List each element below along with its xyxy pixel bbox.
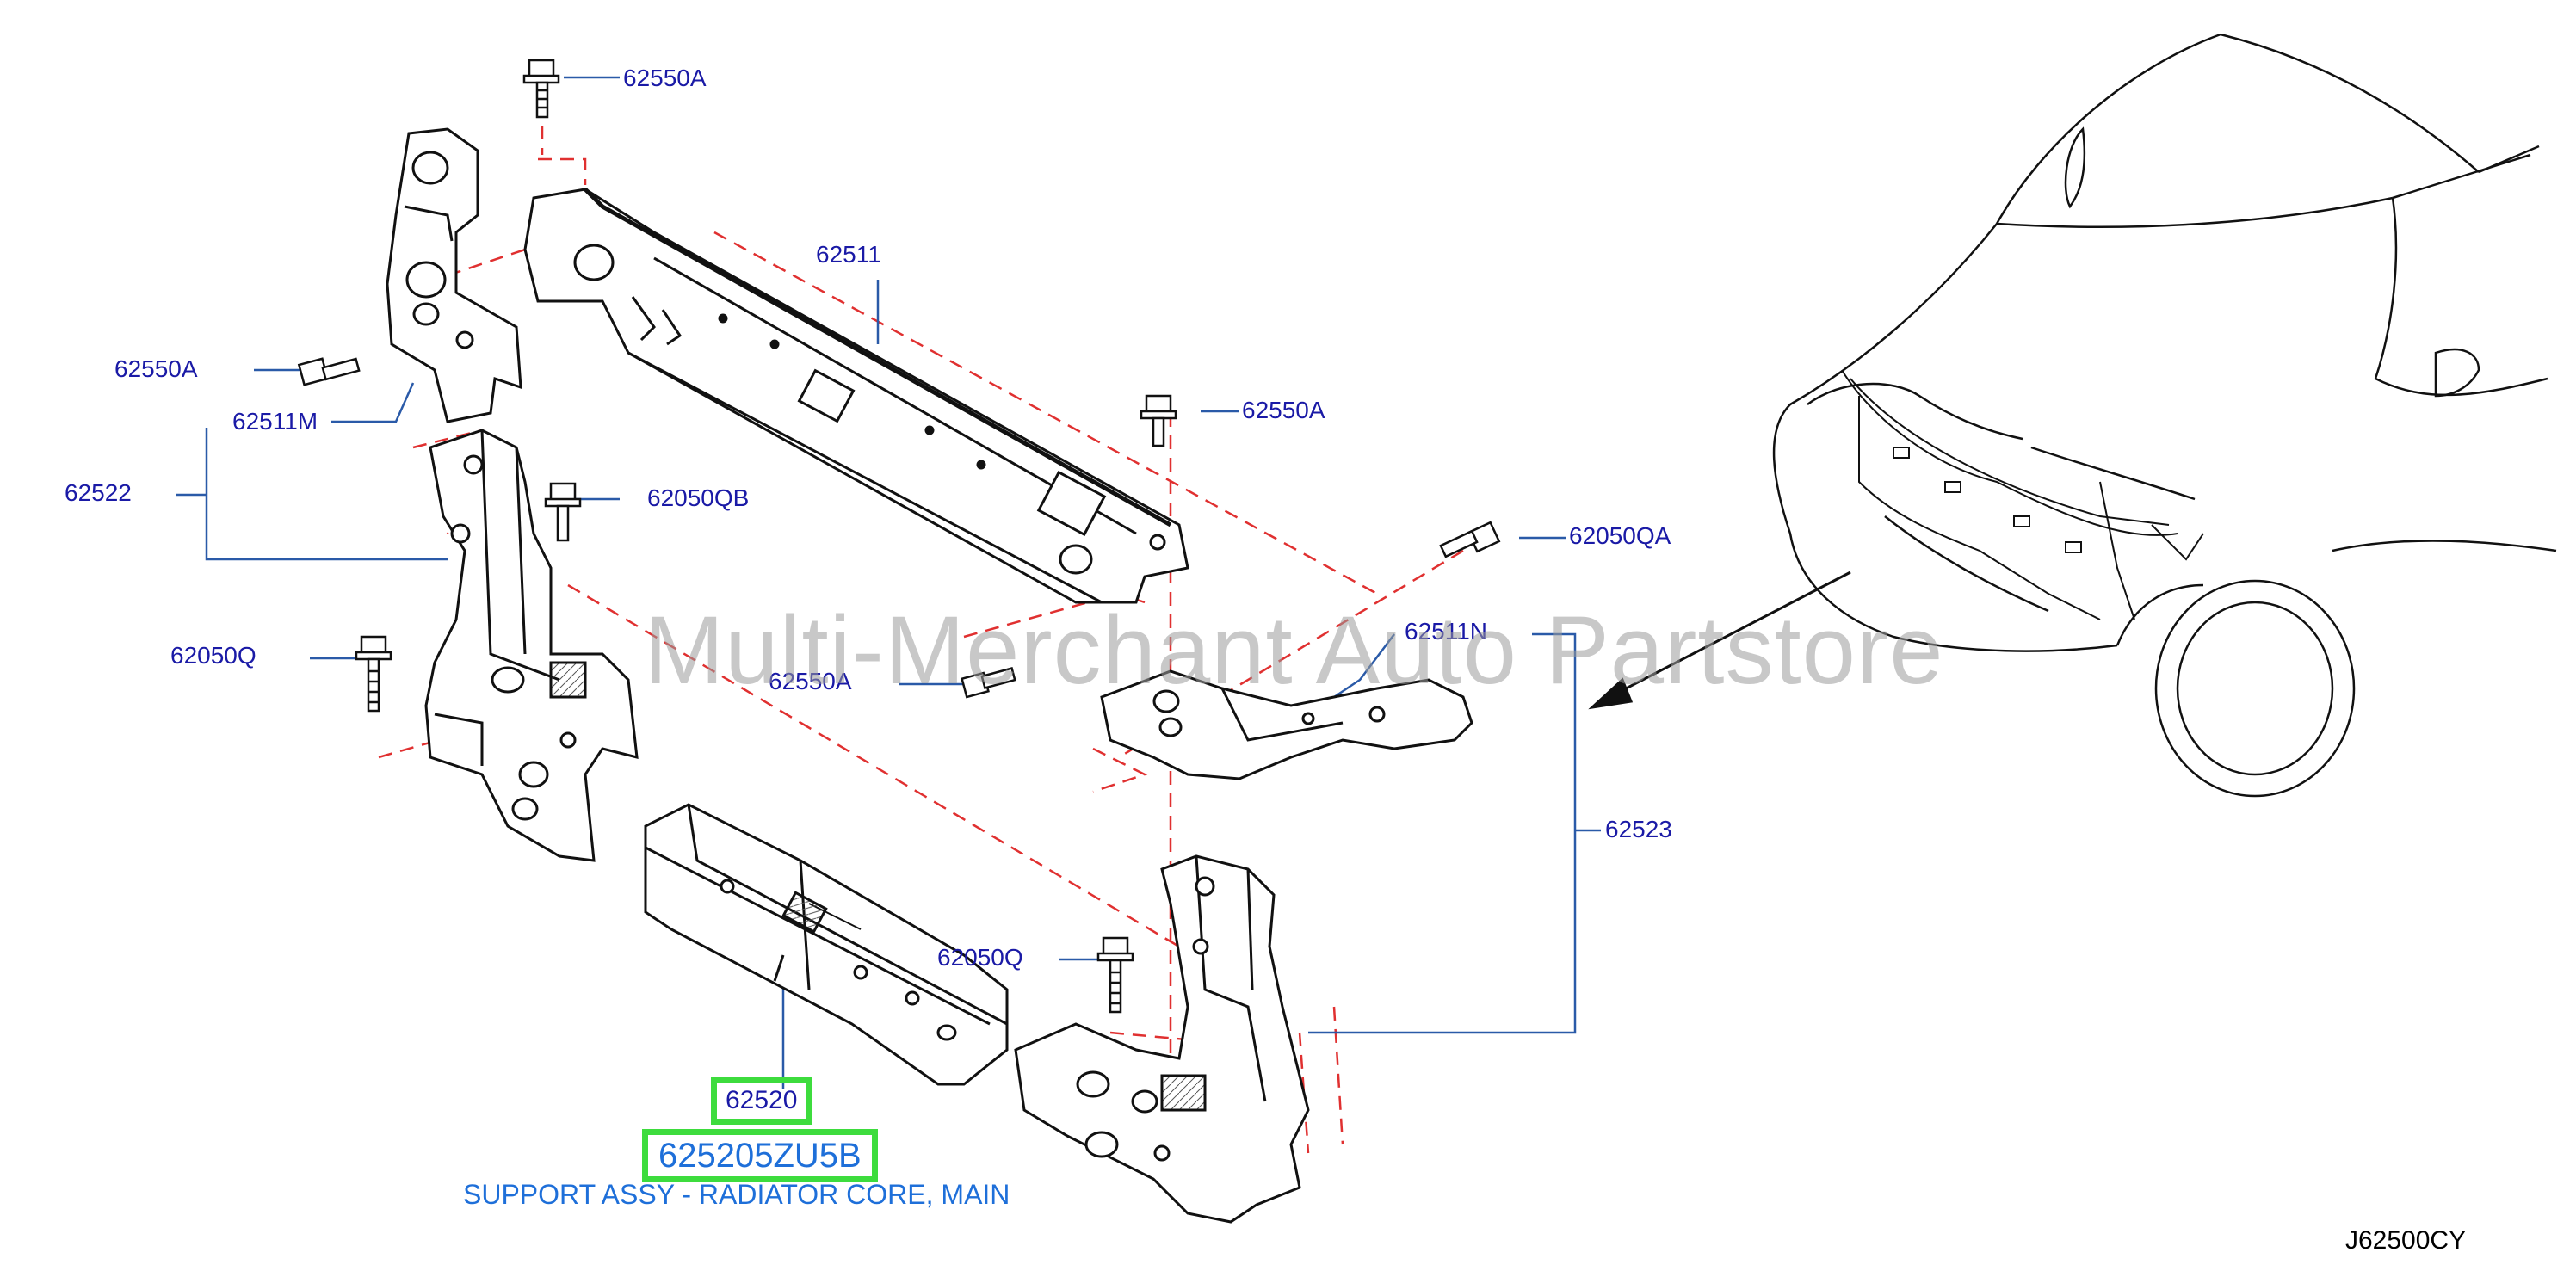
- callout-62550A-top[interactable]: 62550A: [623, 65, 707, 91]
- bolt-right-62550A: [1140, 394, 1177, 447]
- vehicle-frame-highlight: [1841, 369, 2204, 620]
- part-description: SUPPORT ASSY - RADIATOR CORE, MAIN: [463, 1179, 1010, 1210]
- callout-62511[interactable]: 62511: [816, 241, 881, 268]
- callout-62050QB[interactable]: 62050QB: [647, 484, 750, 511]
- callout-62050Q-left[interactable]: 62050Q: [170, 642, 256, 669]
- callout-62522[interactable]: 62522: [65, 479, 132, 506]
- diagram-code: J62500CY: [2345, 1226, 2467, 1255]
- callout-62050QA[interactable]: 62050QA: [1569, 522, 1671, 549]
- bolt-62050Q-left: [355, 635, 392, 713]
- direction-arrow: [1588, 571, 1851, 710]
- callout-62511M[interactable]: 62511M: [232, 408, 318, 435]
- right-bracket-62511N: [1100, 669, 1473, 780]
- main-support-62520: [644, 803, 1009, 1086]
- bolt-62050QA: [1439, 521, 1501, 558]
- callout-62050Q-center[interactable]: 62050Q: [937, 944, 1023, 971]
- left-side-support-62522: [424, 429, 639, 862]
- callout-62550A-right[interactable]: 62550A: [1242, 397, 1325, 423]
- watermark-text: Multi-Merchant Auto Partstore: [644, 596, 1944, 704]
- bolt-center-62550A: [961, 667, 1016, 699]
- callout-62550A-center[interactable]: 62550A: [769, 668, 852, 694]
- right-side-support-62523: [1014, 854, 1310, 1224]
- callout-62523[interactable]: 62523: [1605, 816, 1672, 842]
- callout-62520-highlighted[interactable]: 62520: [711, 1077, 812, 1125]
- left-bracket-62511M: [386, 127, 522, 423]
- vehicle-illustration: [1772, 33, 2557, 798]
- part-number-625205ZU5B[interactable]: 625205ZU5B: [642, 1129, 878, 1182]
- upper-support-62511: [523, 188, 1189, 604]
- callout-62511N[interactable]: 62511N: [1405, 618, 1488, 645]
- bolt-left-62550A: [297, 357, 361, 386]
- bolt-62050Q-center: [1096, 936, 1134, 1014]
- bolt-top: [522, 59, 560, 119]
- leader-lines: [176, 76, 1601, 1089]
- bolt-62050QB: [544, 482, 582, 542]
- callout-62550A-left[interactable]: 62550A: [114, 355, 198, 382]
